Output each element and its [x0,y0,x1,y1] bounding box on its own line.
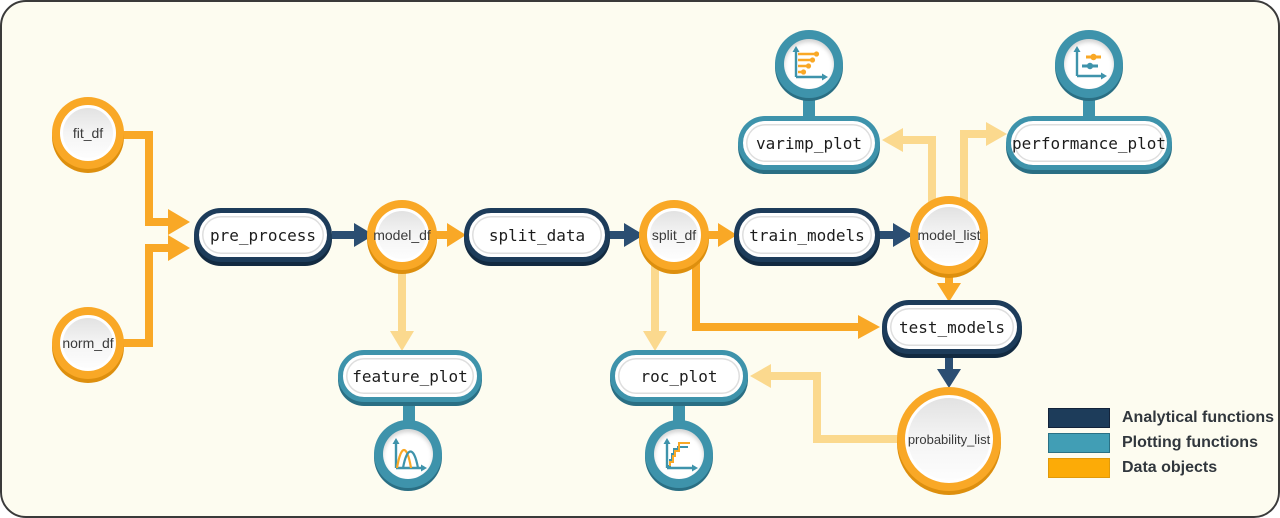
roc-curve-icon [663,438,698,472]
node-split-data: split_data [464,208,610,262]
legend-item-plotting: Plotting functions [1048,433,1274,453]
node-label: roc_plot [640,366,718,386]
legend-label: Data objects [1122,459,1218,476]
legend: Analytical functions Plotting functions … [1048,408,1274,483]
node-feature-plot: feature_plot [338,350,482,402]
edge-model_list-performance_plot [960,122,1007,204]
edge-split_data-split_df [608,223,644,247]
node-label: feature_plot [352,366,468,386]
node-label: norm_df [62,335,114,351]
edge-model_df-feature_plot [390,267,414,351]
varimp-plot-icon-bubble [775,30,843,98]
edge-test_models-probability_list [937,354,961,388]
legend-swatch-analytical [1048,408,1110,428]
legend-item-analytical: Analytical functions [1048,408,1274,428]
node-train-models: train_models [734,208,880,262]
node-model-list: model_list [910,196,988,274]
roc-plot-icon-bubble [645,420,713,488]
legend-label: Plotting functions [1122,434,1258,451]
node-model-df: model_df [367,200,437,270]
edge-train_models-model_list [878,223,913,247]
edge-split_df-roc_plot [643,264,667,351]
edge-model_list-varimp_plot [882,128,936,204]
node-label: model_list [917,227,981,243]
legend-item-data: Data objects [1048,458,1274,478]
edge-fit_df-pre_process [116,131,190,235]
node-label: pre_process [210,225,316,245]
edge-model_list-test_models [937,272,961,302]
node-label: probability_list [907,431,991,447]
node-label: train_models [749,225,865,245]
edge-norm_df-pre_process [118,235,190,347]
edge-pre_process-model_df [332,223,374,247]
edge-probability_list-roc_plot [750,364,898,443]
node-label: split_data [488,225,586,245]
node-varimp-plot: varimp_plot [738,116,880,170]
node-pre-process: pre_process [194,208,332,262]
edge-split_df-test_models [692,260,880,339]
node-roc-plot: roc_plot [610,350,748,402]
node-norm-df: norm_df [52,307,124,379]
pointrange-chart-icon [1073,46,1107,80]
node-fit-df: fit_df [52,97,124,169]
node-split-df: split_df [639,200,709,270]
node-test-models: test_models [882,300,1022,354]
lollipop-chart-icon [792,46,828,81]
node-probability-list: probability_list [897,387,1001,491]
edge-split_df-train_models [708,223,737,247]
edge-model_df-split_data [436,223,466,247]
feature-plot-icon-bubble [374,420,442,488]
legend-swatch-data [1048,458,1110,478]
density-plot-icon [392,438,427,472]
legend-label: Analytical functions [1122,409,1275,426]
legend-swatch-plotting [1048,433,1110,453]
node-label: varimp_plot [756,133,862,153]
node-performance-plot: performance_plot [1006,116,1172,170]
node-label: performance_plot [1011,133,1167,153]
node-label: model_df [373,227,431,243]
performance-plot-icon-bubble [1055,30,1123,98]
node-label: split_df [651,227,697,243]
node-label: test_models [899,317,1005,337]
node-label: fit_df [72,125,104,141]
